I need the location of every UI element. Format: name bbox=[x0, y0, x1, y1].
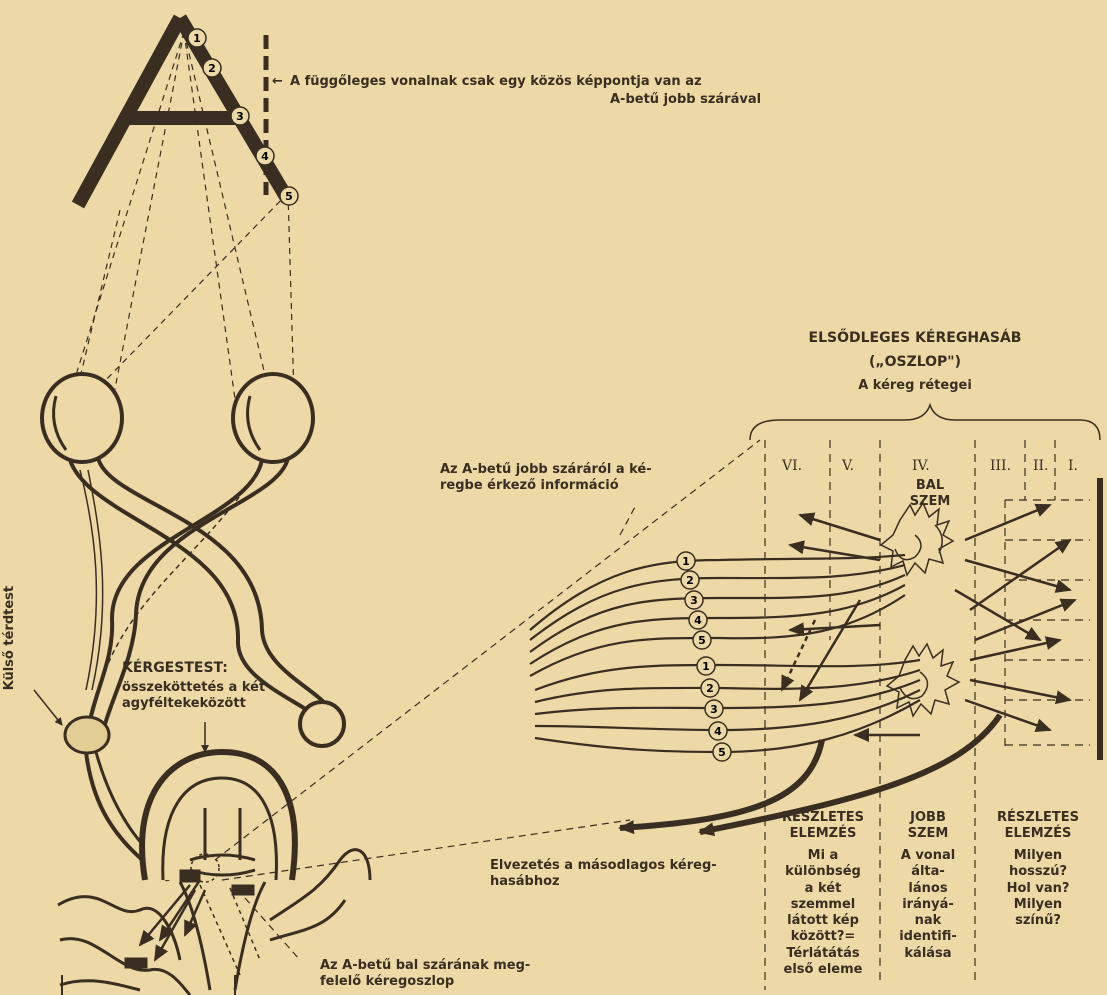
layer-vi: VI. bbox=[782, 458, 802, 476]
fibre-2-3: 3 bbox=[710, 703, 718, 716]
fibre-2-1: 1 bbox=[702, 660, 710, 673]
fibre-2-2: 2 bbox=[706, 682, 714, 695]
left-eye bbox=[42, 374, 122, 462]
layer-v: V. bbox=[842, 458, 854, 476]
a-point-2: 2 bbox=[203, 59, 221, 77]
left-eye-label: BAL SZEM bbox=[885, 478, 975, 511]
a-point-3: 3 bbox=[231, 107, 249, 125]
right-stem-info: Az A-betű jobb száráról a ké- regbe érke… bbox=[440, 462, 652, 495]
internal-arrows bbox=[782, 505, 1075, 735]
right-eye-label: JOBB SZEM bbox=[882, 810, 974, 843]
corpus-title: KÉRGESTEST: bbox=[122, 660, 228, 678]
fibres-group-2 bbox=[535, 660, 920, 752]
fibre-1-3: 3 bbox=[690, 594, 698, 607]
secondary-cortex-label: Elvezetés a másodlagos kéreg- hasábhoz bbox=[490, 858, 717, 891]
fibre-1-4: 4 bbox=[694, 614, 702, 627]
a-point-4: 4 bbox=[256, 147, 274, 165]
cortex-layers-caption: A kéreg rétegei bbox=[770, 378, 1060, 394]
right-eye bbox=[233, 374, 313, 462]
layer-ii: II. bbox=[1033, 458, 1049, 476]
fibre-2-5: 5 bbox=[718, 746, 726, 759]
vertical-line-note: A függőleges vonalnak csak egy közös kép… bbox=[290, 74, 702, 90]
cortex-column-subtitle: („OSZLOP") bbox=[770, 354, 1060, 372]
layer-i: I. bbox=[1068, 458, 1078, 476]
a-point-1: 1 bbox=[188, 29, 206, 47]
corpus-desc: összeköttetés a két agyféltekeközött bbox=[122, 680, 265, 713]
layers-brace bbox=[750, 405, 1100, 440]
neuron-cluster-lower bbox=[887, 644, 959, 716]
detail-right-title: RÉSZLETES ELEMZÉS bbox=[978, 810, 1098, 843]
layer-iii: III. bbox=[990, 458, 1011, 476]
cortex-column-title: ELSŐDLEGES KÉREGHASÁB bbox=[770, 330, 1060, 348]
layer-iv: IV. bbox=[912, 458, 930, 476]
detail-right-text: Milyen hosszú? Hol van? Milyen színű? bbox=[978, 848, 1098, 929]
fibre-1-1: 1 bbox=[682, 555, 690, 568]
detail-left-text: Mi a különbség a két szemmel látott kép … bbox=[764, 848, 882, 978]
vertical-line-note-2: A-betű jobb szárával bbox=[610, 92, 761, 108]
letter-a bbox=[78, 18, 288, 205]
a-point-2-label: 2 bbox=[208, 62, 216, 75]
vertical-line-arrow: ← bbox=[272, 74, 283, 90]
a-point-1-label: 1 bbox=[193, 32, 201, 45]
fibre-1-2: 2 bbox=[686, 574, 694, 587]
lgn-label: Külső térdtest bbox=[2, 578, 18, 698]
neuron-cluster-upper bbox=[881, 503, 953, 575]
a-point-3-label: 3 bbox=[236, 110, 244, 123]
a-point-5-label: 5 bbox=[285, 190, 293, 203]
left-stem-column-label: Az A-betű bal szárának meg- felelő kéreg… bbox=[320, 958, 530, 991]
a-point-5: 5 bbox=[280, 187, 298, 205]
corpus-body-end bbox=[300, 702, 344, 746]
a-point-4-label: 4 bbox=[261, 150, 269, 163]
detail-left-title: RÉSZLETES ELEMZÉS bbox=[764, 810, 882, 843]
fibre-1-5: 5 bbox=[698, 634, 706, 647]
right-eye-text: A vonal álta- lános irányá- nak identifi… bbox=[882, 848, 974, 962]
fibre-markers-1: 1 2 3 4 5 bbox=[677, 552, 711, 649]
fibre-2-4: 4 bbox=[714, 725, 722, 738]
